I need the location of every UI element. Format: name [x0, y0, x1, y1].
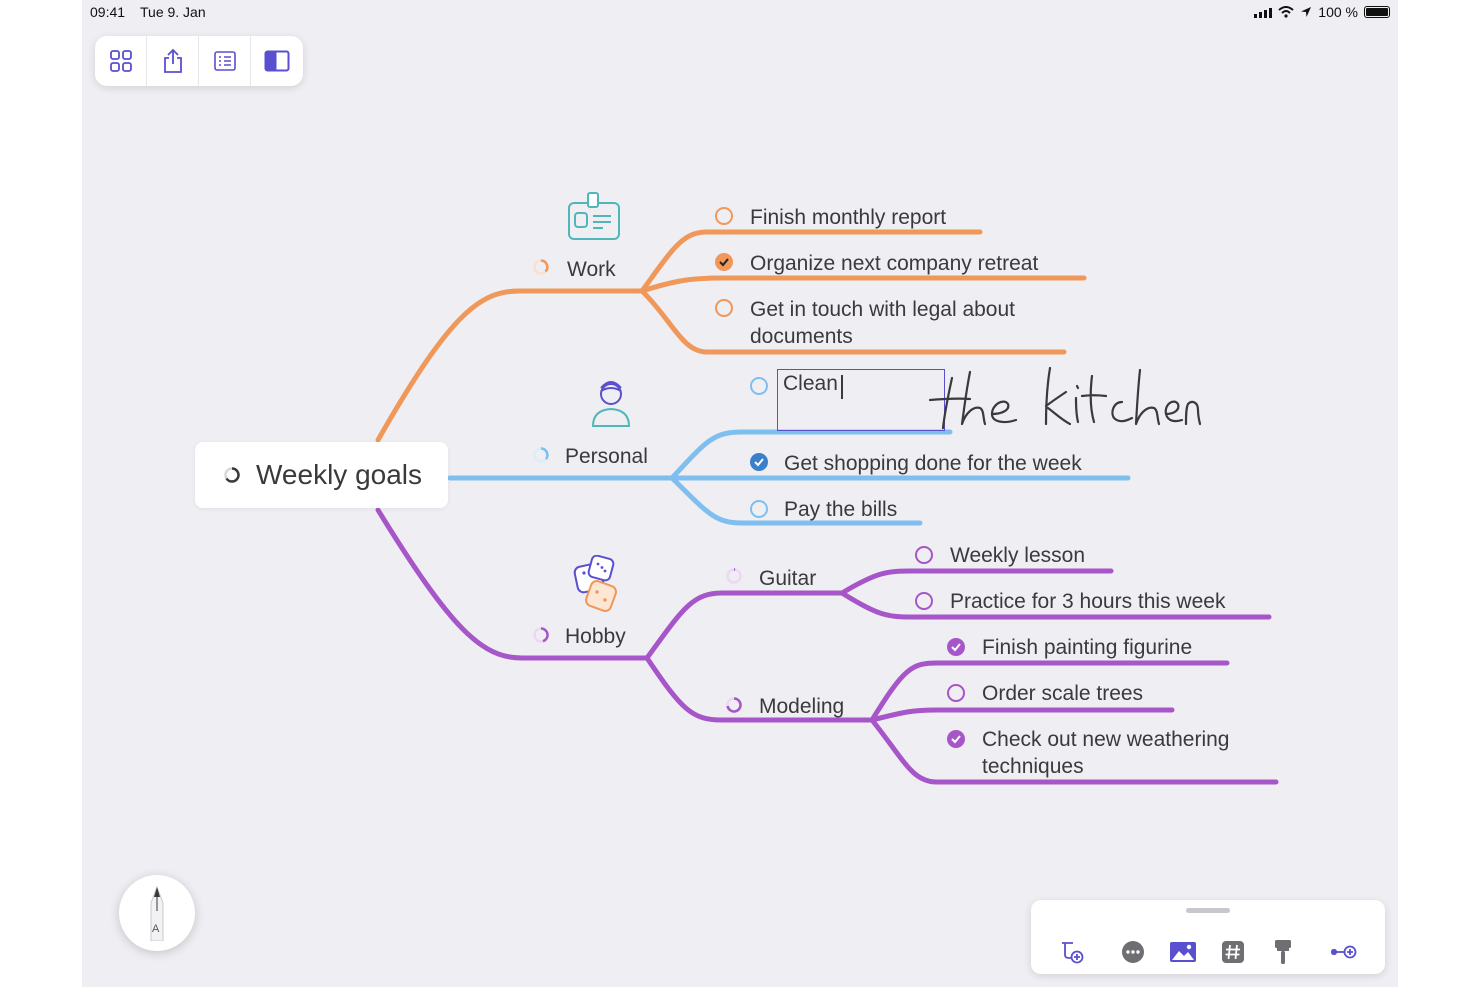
task-label[interactable]: Pay the bills: [784, 498, 898, 521]
connect-button[interactable]: [1329, 938, 1359, 966]
guitar-node-label[interactable]: Guitar: [759, 567, 817, 590]
text-caret: [841, 375, 843, 399]
outline-button[interactable]: [199, 36, 251, 86]
add-child-icon: [1062, 942, 1084, 964]
dice-icon: [573, 555, 617, 612]
checkmark-icon: [754, 458, 764, 467]
tag-button[interactable]: [1218, 938, 1248, 966]
format-brush-icon: [1275, 940, 1291, 964]
status-indicators: 100 %: [1254, 4, 1390, 20]
top-toolbar: [95, 36, 303, 86]
cellular-signal-icon: [1254, 7, 1273, 18]
task-checkbox-checked[interactable]: [750, 453, 768, 471]
connect-icon: [1331, 945, 1357, 959]
task-label[interactable]: Weekly lesson: [950, 544, 1086, 567]
task-label[interactable]: Organize next company retreat: [750, 252, 1039, 275]
task-edit-text: Clean: [783, 372, 838, 395]
handwriting-ink: [928, 366, 1202, 430]
person-icon: [591, 381, 631, 427]
share-icon: [163, 48, 182, 73]
checkmark-icon: [951, 643, 961, 652]
work-progress-icon: [533, 259, 549, 275]
grid-view-button[interactable]: [95, 36, 147, 86]
bottom-toolbar: [1031, 900, 1385, 974]
battery-percent: 100 %: [1318, 4, 1358, 20]
work-connectors: [375, 229, 1087, 443]
personal-node-label[interactable]: Personal: [565, 445, 648, 468]
image-button[interactable]: [1168, 938, 1198, 966]
toolbar-grabber[interactable]: [1186, 908, 1230, 913]
task-label[interactable]: Finish monthly report: [750, 206, 947, 229]
task-checkbox[interactable]: [947, 684, 965, 702]
work-node-label[interactable]: Work: [567, 258, 616, 281]
location-arrow-icon: [1301, 7, 1312, 17]
battery-icon: [1364, 6, 1390, 18]
personal-progress-icon: [533, 447, 549, 463]
sidebar-toggle-button[interactable]: [251, 36, 303, 86]
checkmark-icon: [719, 258, 729, 267]
hobby-connectors: [375, 507, 1279, 785]
add-child-button[interactable]: [1057, 938, 1087, 966]
task-checkbox[interactable]: [715, 299, 733, 317]
task-checkbox[interactable]: [750, 500, 768, 518]
modeling-node-label[interactable]: Modeling: [759, 695, 845, 718]
status-bar: 09:41 Tue 9. Jan 100 %: [82, 0, 1398, 24]
progress-ring-icon: [224, 467, 240, 483]
task-checkbox[interactable]: [715, 207, 733, 225]
guitar-progress-icon: [726, 568, 742, 584]
task-label[interactable]: Order scale trees: [982, 682, 1144, 705]
task-label[interactable]: Get in touch with legal about documents: [750, 298, 1016, 348]
more-button[interactable]: [1118, 938, 1148, 966]
format-brush-button[interactable]: [1268, 938, 1298, 966]
pencil-icon: [150, 885, 164, 941]
mindmap-canvas: [375, 229, 1279, 785]
image-icon: [1170, 942, 1196, 962]
tag-icon: [1222, 941, 1244, 963]
task-checkbox[interactable]: [915, 592, 933, 610]
checkmark-icon: [951, 735, 961, 744]
task-label[interactable]: Finish painting figurine: [982, 636, 1193, 659]
more-icon: [1122, 941, 1144, 963]
task-label[interactable]: Check out new weathering techniques: [982, 728, 1230, 778]
root-node[interactable]: Weekly goals: [195, 442, 448, 508]
outline-icon: [213, 51, 236, 71]
personal-connectors: [447, 429, 1131, 526]
wifi-icon: [1278, 6, 1294, 18]
task-checkbox-checked[interactable]: [715, 253, 733, 271]
modeling-progress-icon: [726, 697, 742, 713]
pencil-tool-button[interactable]: A: [119, 875, 195, 951]
id-badge-icon: [568, 192, 620, 240]
task-checkbox[interactable]: [915, 546, 933, 564]
task-checkbox-checked[interactable]: [947, 730, 965, 748]
app-screen: 09:41 Tue 9. Jan 100 %: [82, 0, 1398, 987]
status-time: 09:41: [90, 4, 126, 20]
task-label[interactable]: Practice for 3 hours this week: [950, 590, 1226, 613]
hobby-progress-icon: [533, 627, 549, 643]
task-checkbox[interactable]: [750, 377, 768, 395]
task-checkbox-checked[interactable]: [947, 638, 965, 656]
sidebar-icon: [264, 50, 290, 72]
root-title: Weekly goals: [256, 459, 423, 490]
hobby-node-label[interactable]: Hobby: [565, 625, 626, 648]
task-edit-field[interactable]: Clean: [777, 369, 945, 431]
task-label[interactable]: Get shopping done for the week: [784, 452, 1082, 475]
share-button[interactable]: [147, 36, 199, 86]
pencil-mode-letter: A: [152, 923, 160, 935]
grid-icon: [109, 50, 132, 72]
status-date: Tue 9. Jan: [140, 4, 206, 20]
